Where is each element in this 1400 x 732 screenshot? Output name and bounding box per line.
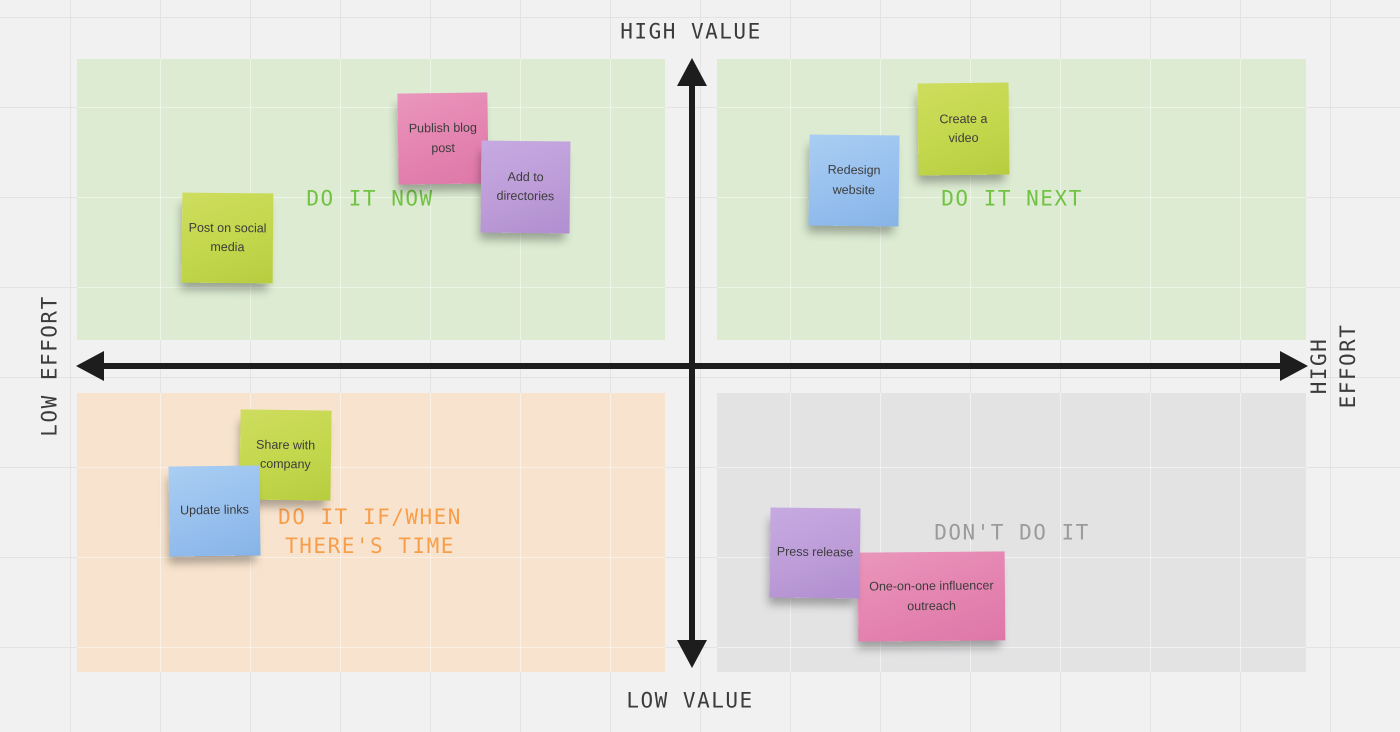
sticky-note-publish-blog-post[interactable]: Publish blog post: [397, 92, 489, 185]
sticky-note-influencer-outreach[interactable]: One-on-one influencer outreach: [857, 551, 1006, 642]
value-axis-line: [689, 80, 695, 652]
sticky-note-text: Press release: [776, 544, 854, 560]
sticky-note-text: Add to directories: [496, 169, 555, 204]
quadrant-do-it-next[interactable]: [717, 59, 1306, 340]
sticky-note-update-links[interactable]: Update links: [168, 465, 261, 557]
effort-axis-line: [98, 363, 1286, 369]
axis-label-high-value: HIGH VALUE: [620, 19, 762, 44]
sticky-note-redesign-website[interactable]: Redesign website: [808, 134, 900, 227]
arrow-down-icon: [677, 640, 707, 668]
sticky-note-create-a-video[interactable]: Create a video: [917, 82, 1010, 176]
arrow-left-icon: [76, 351, 104, 381]
quadrant-do-it-if-when[interactable]: [77, 393, 665, 672]
axis-label-low-value: LOW VALUE: [626, 688, 754, 713]
sticky-note-text: Post on social media: [188, 220, 267, 255]
sticky-note-text: Create a video: [939, 111, 988, 146]
sticky-note-post-on-social-media[interactable]: Post on social media: [181, 192, 274, 284]
sticky-note-press-release[interactable]: Press release: [769, 507, 861, 599]
sticky-note-text: One-on-one influencer outreach: [869, 578, 994, 613]
effort-axis: [76, 351, 1308, 381]
quadrant-do-it-now[interactable]: [77, 59, 665, 340]
sticky-note-text: Update links: [180, 502, 249, 518]
arrow-right-icon: [1280, 351, 1308, 381]
axis-label-low-effort: LOW EFFORT: [37, 295, 62, 437]
sticky-note-add-to-directories[interactable]: Add to directories: [480, 140, 571, 234]
value-axis: [677, 58, 707, 668]
arrow-up-icon: [677, 58, 707, 86]
quadrant-dont-do-it[interactable]: [717, 393, 1306, 672]
sticky-note-text: Publish blog post: [408, 120, 477, 155]
sticky-note-text: Redesign website: [827, 162, 881, 197]
axis-label-high-effort: HIGH EFFORT: [1307, 323, 1360, 409]
